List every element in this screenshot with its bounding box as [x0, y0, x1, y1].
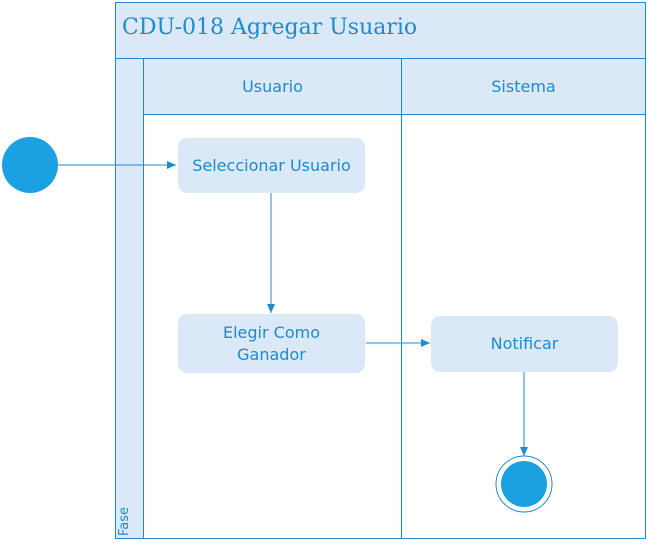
title-bar: CDU-018 Agregar Usuario: [115, 2, 646, 59]
lane-header-sistema: Sistema: [401, 58, 646, 115]
action-select-user: Seleccionar Usuario: [178, 138, 365, 193]
action-notify: Notificar: [431, 316, 618, 372]
diagram-title: CDU-018 Agregar Usuario: [122, 15, 418, 40]
phase-bar: [115, 58, 144, 539]
initial-node: [2, 137, 58, 193]
action-choose-winner: Elegir Como Ganador: [178, 314, 365, 373]
lane-header-usuario: Usuario: [143, 58, 402, 115]
final-node-core: [501, 461, 547, 507]
